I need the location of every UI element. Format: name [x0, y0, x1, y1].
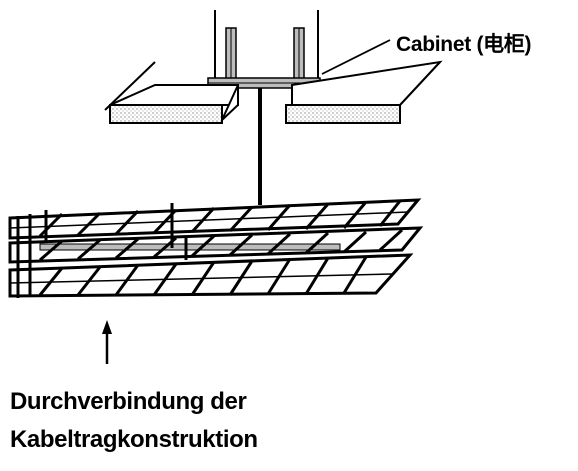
- caption-line-1: Durchverbindung der: [10, 388, 247, 415]
- cabinet-leader-line: [321, 39, 391, 75]
- tray-tier-3: [8, 253, 414, 298]
- tray-tier-1: [8, 198, 422, 240]
- floor-slab-right: [285, 60, 443, 124]
- cabinet-label: Cabinet (电柜): [396, 33, 532, 56]
- tray-frame-posts: [16, 203, 188, 298]
- caption-line-2: Kabeltragkonstruktion: [10, 426, 258, 453]
- tray-tier-2: [8, 226, 424, 264]
- floor-slab-left: [109, 84, 239, 124]
- arrow-up-icon: [102, 320, 112, 364]
- cabinet-post-right: [293, 27, 305, 85]
- cable-tray: [8, 198, 424, 298]
- cabinet-post-left: [225, 27, 237, 85]
